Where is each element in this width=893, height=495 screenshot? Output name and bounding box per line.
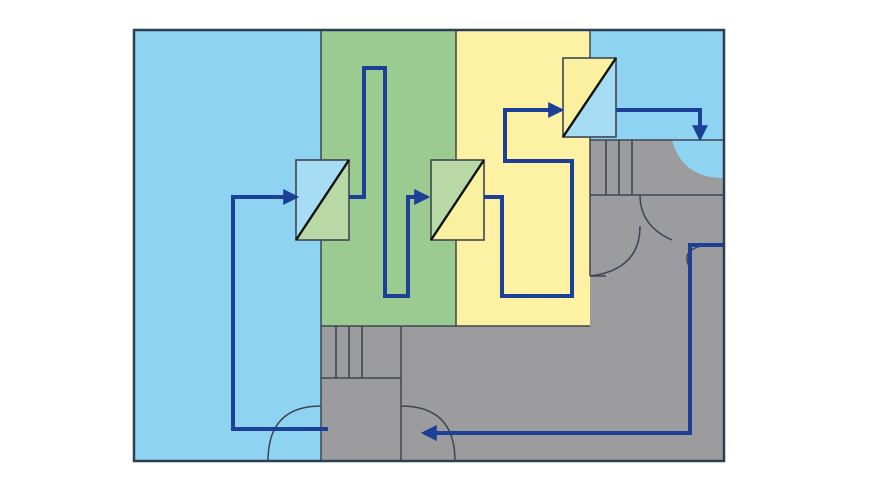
flow-path — [231, 66, 724, 441]
door-arc-2 — [400, 405, 456, 462]
flow-segment-corridor-in — [420, 243, 724, 441]
zone-left-blue — [134, 30, 321, 461]
pass-through-door-1 — [294, 159, 351, 241]
flow-segment-yellow-meander — [484, 102, 574, 298]
stairs-bottom-center — [321, 326, 401, 379]
door-arc-1 — [267, 405, 322, 462]
door-arc-5 — [639, 194, 673, 241]
pass-through-door-2 — [429, 159, 486, 241]
pass-through-door-3 — [562, 57, 617, 138]
zone-top-right-blue-bulge — [672, 140, 724, 178]
door-arc-3 — [589, 225, 641, 277]
flow-segment-green-meander — [349, 66, 431, 298]
stairs-top-right — [605, 140, 633, 195]
plan-frame — [132, 28, 726, 463]
flow-segment-left-up — [231, 189, 328, 431]
flow-segment-exit-blue — [616, 108, 708, 142]
